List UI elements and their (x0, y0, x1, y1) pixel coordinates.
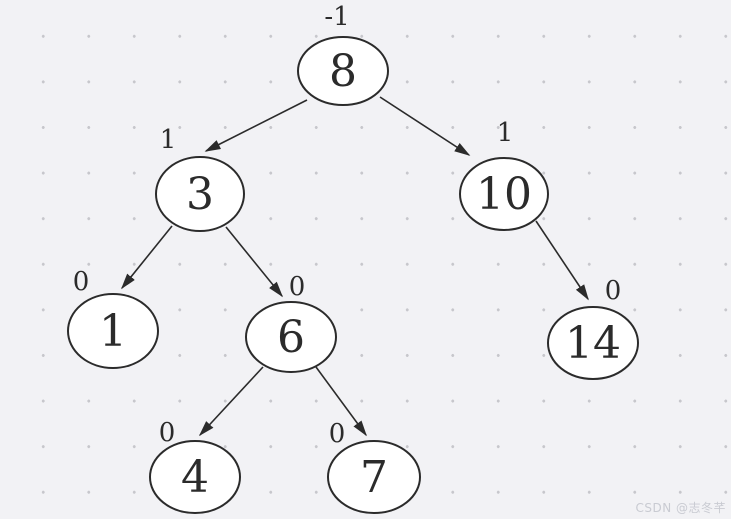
edge-6-4 (198, 366, 264, 437)
edge-8-3 (204, 99, 308, 152)
edge-6-7 (315, 366, 367, 437)
balance-label-4: 0 (159, 418, 176, 448)
node-value: 1 (99, 306, 127, 357)
node-value: 3 (186, 169, 214, 220)
edge-10-14 (535, 220, 589, 301)
balance-label-8: -1 (324, 2, 349, 32)
tree-node-8: 8 (297, 36, 389, 106)
node-value: 6 (277, 312, 305, 363)
node-circle (245, 301, 337, 373)
balance-label-10: 1 (497, 118, 514, 148)
node-circle (459, 157, 549, 231)
tree-node-6: 6 (245, 301, 337, 373)
node-value: 7 (360, 452, 388, 503)
edge-3-6 (225, 226, 284, 298)
node-value: 4 (181, 452, 209, 503)
node-circle (149, 440, 241, 514)
tree-node-1: 1 (67, 293, 159, 369)
edge-3-1 (120, 225, 173, 290)
node-circle (547, 306, 639, 380)
node-value: 8 (329, 46, 357, 97)
node-circle (327, 440, 421, 514)
tree-node-14: 14 (547, 306, 639, 380)
tree-node-7: 7 (327, 440, 421, 514)
balance-label-14: 0 (605, 276, 622, 306)
tree-node-10: 10 (459, 157, 549, 231)
node-value: 10 (476, 169, 532, 220)
tree-node-4: 4 (149, 440, 241, 514)
edge-8-10 (379, 96, 471, 156)
node-value: 14 (565, 318, 621, 369)
node-circle (297, 36, 389, 106)
tree-node-3: 3 (155, 156, 245, 232)
balance-label-3: 1 (160, 125, 177, 155)
balance-label-7: 0 (329, 419, 346, 449)
node-circle (67, 293, 159, 369)
balance-label-1: 0 (73, 267, 90, 297)
csdn-watermark: CSDN @志冬芊 (635, 501, 726, 515)
balance-label-6: 0 (289, 272, 306, 302)
node-circle (155, 156, 245, 232)
